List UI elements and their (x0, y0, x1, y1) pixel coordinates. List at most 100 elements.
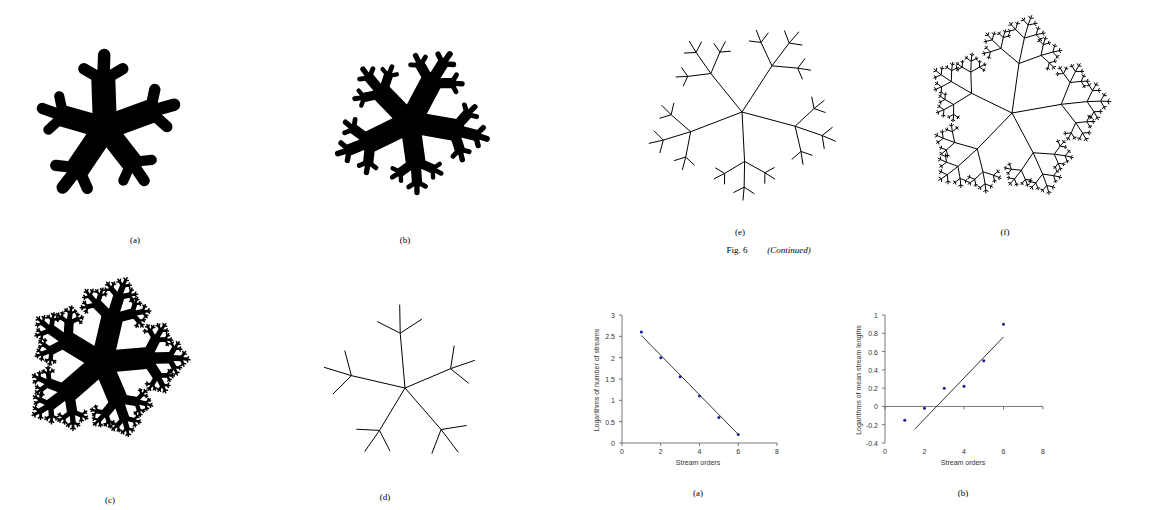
stream-segment (971, 67, 980, 72)
fractal-block (108, 282, 109, 284)
stream-segment (380, 430, 391, 451)
fractal-block (93, 417, 95, 419)
fractal-block (56, 319, 58, 321)
stream-segment (1054, 154, 1058, 163)
fractal-block (388, 74, 397, 76)
stream-segment (1101, 101, 1104, 107)
fractal-block (172, 342, 173, 344)
stream-segment (761, 33, 768, 43)
stream-number-chart (619, 315, 777, 446)
stream-segment (671, 103, 674, 115)
stream-segment (939, 177, 942, 179)
fractal-block (93, 413, 95, 415)
stream-segment (951, 82, 971, 94)
stream-segment (937, 84, 941, 87)
stream-segment (1011, 25, 1015, 30)
trend-line (915, 337, 1004, 429)
stream-segment (1064, 74, 1070, 83)
stream-segment (365, 430, 380, 451)
panel-label: (b) (958, 489, 969, 498)
stream-segment (970, 179, 975, 183)
stream-segment (1024, 25, 1028, 38)
stream-segment (983, 190, 985, 192)
stream-segment (649, 140, 663, 143)
stream-segment (1016, 24, 1018, 30)
stream-segment (1029, 182, 1031, 184)
fractal-block (467, 114, 476, 116)
stream-segment (345, 351, 352, 376)
stream-segment (981, 184, 986, 188)
stream-segment (441, 430, 458, 453)
fractal-block (169, 369, 170, 371)
tick-label: 2.5 (605, 333, 615, 340)
fractal-block (33, 381, 35, 382)
stream-segment (941, 69, 943, 75)
fractal-block (181, 363, 183, 365)
fractal-block (96, 290, 97, 292)
stream-segment (939, 91, 941, 93)
tick-label: 1.5 (605, 376, 615, 383)
fractal-block (157, 388, 159, 390)
stream-segment (789, 32, 799, 43)
stream-segment (822, 136, 836, 142)
fractal-block (179, 349, 180, 351)
fractal-block (138, 422, 140, 424)
fractal-block (105, 293, 107, 295)
stream-segment (1077, 138, 1080, 139)
fractal-block (74, 312, 76, 313)
fractal-block (51, 320, 52, 330)
stream-tree-f (933, 15, 1111, 195)
stream-segment (1101, 96, 1104, 102)
stream-segment (1043, 186, 1047, 190)
stream-segment (985, 46, 987, 48)
stream-segment (1087, 122, 1090, 126)
stream-segment (1029, 186, 1032, 188)
stream-segment (1046, 67, 1048, 69)
fractal-block (85, 311, 87, 313)
stream-segment (948, 130, 953, 132)
stream-segment (1092, 90, 1098, 91)
data-point (1002, 323, 1005, 326)
stream-segment (688, 74, 711, 77)
x-tick (660, 443, 661, 446)
fractal-shape-a (42, 55, 174, 188)
trend-line (641, 335, 738, 434)
fractal-block (35, 395, 37, 398)
fractal-block (37, 329, 39, 331)
stream-segment (960, 178, 965, 180)
y-tick (882, 388, 885, 389)
fractal-block (44, 339, 46, 341)
stream-segment (1038, 39, 1040, 41)
fractal-block (40, 338, 42, 340)
fractal-block (132, 429, 134, 431)
fractal-block (39, 373, 41, 374)
stream-segment (958, 64, 962, 67)
stream-segment (945, 93, 947, 95)
fractal-block (95, 405, 97, 407)
stream-segment (977, 149, 983, 172)
fractal-block (83, 301, 84, 303)
stream-segment (972, 54, 974, 55)
stream-segment (1087, 91, 1092, 102)
stream-segment (970, 177, 975, 179)
fractal-block (84, 301, 86, 303)
stream-segment (1059, 175, 1061, 177)
panel-label: (c) (105, 496, 115, 505)
tick-label: 8 (775, 448, 779, 455)
stream-segment (987, 56, 989, 58)
fractal-block (121, 432, 123, 434)
fractal-block (131, 430, 133, 432)
fractal-block (48, 368, 50, 369)
fractal-block (93, 423, 95, 425)
stream-segment (1055, 56, 1057, 59)
fractal-block (150, 404, 152, 406)
stream-segment (953, 104, 954, 114)
fractal-block (146, 395, 148, 397)
stream-segment (967, 58, 971, 61)
stream-segment (953, 181, 955, 182)
fractal-block (48, 374, 49, 384)
stream-segment (992, 40, 1001, 48)
y-tick (882, 333, 885, 334)
y-tick (619, 336, 622, 337)
stream-segment (978, 186, 980, 187)
